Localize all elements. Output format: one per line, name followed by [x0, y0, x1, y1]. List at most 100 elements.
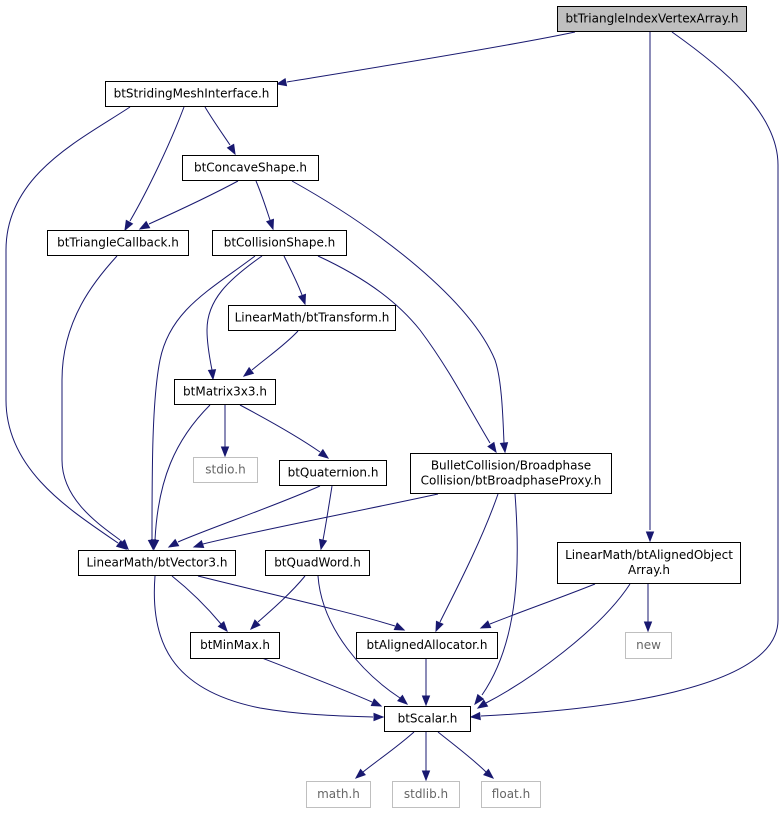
node-box	[47, 230, 189, 256]
node-bt-quad-word[interactable]: btQuadWord.h	[265, 550, 370, 576]
arrowhead-icon	[207, 369, 217, 381]
node-box	[228, 305, 396, 331]
node-box	[182, 155, 319, 181]
node-box	[557, 6, 747, 32]
node-label: BulletCollision/Broadphase	[431, 459, 591, 473]
node-bt-quaternion[interactable]: btQuaternion.h	[279, 460, 387, 486]
node-box	[625, 632, 672, 659]
node-stdlib: stdlib.h	[392, 781, 460, 808]
arrowhead-icon	[476, 699, 489, 709]
node-label: stdio.h	[205, 463, 245, 477]
arrowhead-icon	[421, 770, 431, 782]
node-label: btMinMax.h	[200, 638, 270, 652]
edge-line	[129, 106, 185, 222]
arrowhead-icon	[118, 539, 129, 551]
node-bt-aligned-allocator[interactable]: btAlignedAllocator.h	[356, 632, 498, 659]
edge-bt-broadphase-proxy-to-bt-vector3	[192, 493, 439, 549]
node-bt-concave-shape[interactable]: btConcaveShape.h	[182, 155, 319, 181]
edge-line	[480, 31, 779, 717]
edge-bt-striding-mesh-interface-to-bt-concave-shape	[204, 106, 236, 156]
edge-bt-transform-to-bt-matrix3x3	[242, 330, 299, 377]
edge-line	[437, 731, 487, 773]
node-label: btTriangleCallback.h	[57, 236, 179, 250]
node-bt-triangle-index-vertex-array[interactable]: btTriangleIndexVertexArray.h	[557, 6, 747, 32]
edge-line	[171, 575, 222, 625]
nodes-layer: btTriangleIndexVertexArray.h btStridingMe…	[47, 6, 747, 808]
edge-line	[261, 657, 373, 703]
edge-line	[485, 583, 631, 704]
edge-line	[489, 583, 596, 625]
node-label: btTriangleIndexVertexArray.h	[565, 12, 738, 26]
edge-bt-concave-shape-to-bt-broadphase-proxy	[291, 180, 509, 454]
edge-bt-concave-shape-to-bt-triangle-callback	[138, 180, 239, 230]
arrowhead-icon	[192, 539, 205, 549]
arrowhead-icon	[370, 698, 383, 707]
node-box	[265, 550, 370, 576]
edge-bt-triangle-index-vertex-array-to-bt-scalar	[469, 31, 779, 721]
node-box	[78, 550, 236, 576]
edge-bt-striding-mesh-interface-to-bt-vector3	[5, 106, 131, 550]
edge-line	[286, 31, 576, 83]
arrowhead-icon	[250, 619, 261, 630]
edge-line	[255, 180, 271, 221]
edge-line	[206, 255, 263, 371]
arrowhead-icon	[167, 538, 180, 548]
node-box	[105, 81, 278, 107]
node-bt-min-max[interactable]: btMinMax.h	[190, 632, 280, 659]
node-bt-collision-shape[interactable]: btCollisionShape.h	[212, 230, 347, 256]
edge-bt-collision-shape-to-bt-broadphase-proxy	[317, 255, 497, 454]
edge-bt-scalar-to-float	[437, 731, 495, 779]
arrowhead-icon	[265, 218, 275, 231]
edge-bt-aligned-allocator-to-bt-scalar	[421, 659, 431, 707]
node-bt-vector3[interactable]: LinearMath/btVector3.h	[78, 550, 236, 576]
node-math: math.h	[306, 781, 371, 808]
arrowhead-icon	[373, 712, 385, 722]
arrowhead-icon	[217, 621, 228, 633]
arrowhead-icon	[318, 538, 328, 551]
node-bt-transform[interactable]: LinearMath/btTransform.h	[228, 305, 396, 331]
arrowhead-icon	[645, 531, 655, 543]
edge-bt-matrix3x3-to-bt-vector3	[150, 404, 211, 551]
arrowhead-icon	[297, 293, 307, 306]
arrowhead-icon	[275, 77, 288, 87]
edge-line	[197, 575, 396, 627]
node-label: btAlignedAllocator.h	[367, 638, 488, 652]
node-float: float.h	[481, 781, 541, 808]
edge-bt-matrix3x3-to-bt-quaternion	[239, 404, 330, 459]
node-bt-triangle-callback[interactable]: btTriangleCallback.h	[47, 230, 189, 256]
edge-line	[239, 404, 321, 453]
edge-line	[439, 493, 499, 623]
edge-bt-aligned-object-array-to-bt-aligned-allocator	[479, 583, 596, 629]
arrowhead-icon	[354, 768, 366, 779]
node-bt-broadphase-proxy[interactable]: BulletCollision/BroadphaseCollision/btBr…	[410, 453, 612, 494]
node-box	[481, 781, 541, 808]
edge-bt-quad-word-to-bt-scalar	[317, 575, 409, 705]
edge-bt-quad-word-to-bt-min-max	[250, 575, 306, 630]
edge-line	[317, 575, 401, 699]
arrowhead-icon	[138, 220, 151, 230]
edge-bt-vector3-to-bt-aligned-allocator	[197, 575, 406, 631]
edge-line	[154, 404, 211, 541]
edge-bt-triangle-index-vertex-array-to-bt-aligned-object-array	[645, 32, 655, 543]
arrowhead-icon	[499, 442, 509, 454]
node-label: Array.h	[628, 563, 670, 577]
arrowhead-icon	[483, 768, 495, 779]
edge-line	[148, 180, 239, 225]
node-label: btScalar.h	[398, 712, 458, 726]
node-label: stdlib.h	[404, 787, 448, 801]
node-bt-scalar[interactable]: btScalar.h	[384, 706, 471, 732]
edge-bt-concave-shape-to-bt-collision-shape	[255, 180, 275, 231]
edge-line	[283, 255, 303, 296]
edge-bt-aligned-object-array-to-new	[643, 584, 653, 633]
arrowhead-icon	[317, 448, 330, 459]
node-bt-matrix3x3[interactable]: btMatrix3x3.h	[174, 379, 276, 405]
edge-line	[61, 255, 121, 541]
node-new: new	[625, 632, 672, 659]
node-bt-striding-mesh-interface[interactable]: btStridingMeshInterface.h	[105, 81, 278, 107]
edge-bt-vector3-to-bt-scalar	[153, 575, 385, 722]
edge-line	[362, 731, 415, 773]
arrowhead-icon	[469, 711, 481, 721]
node-label: btCollisionShape.h	[224, 236, 336, 250]
